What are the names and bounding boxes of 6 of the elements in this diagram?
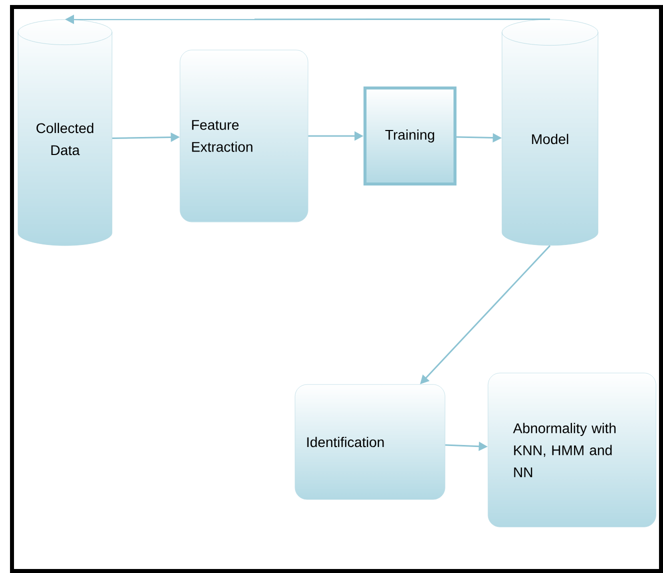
process-box: Training xyxy=(364,86,456,186)
process-box: Feature Extraction xyxy=(180,50,308,222)
process-box: Identification xyxy=(294,384,446,500)
process-box: Abnormality with KNN, HMM and NN xyxy=(488,372,656,528)
database-cylinder: Collected Data xyxy=(18,19,112,246)
database-cylinder: Model xyxy=(502,19,598,246)
